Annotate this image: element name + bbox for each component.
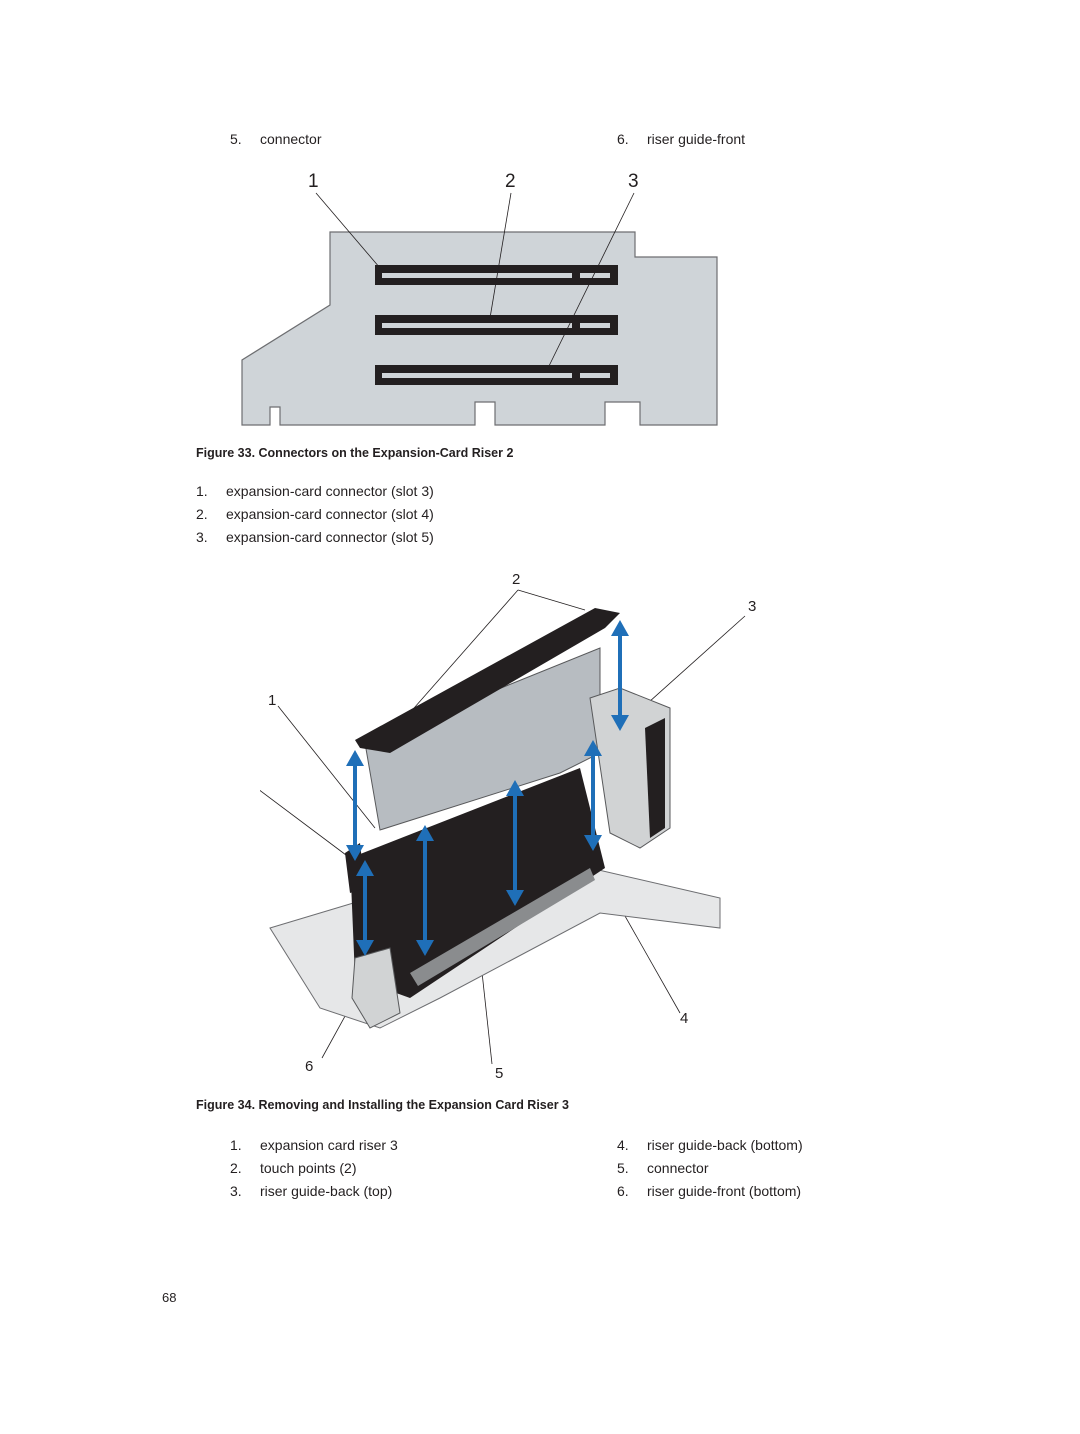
slot-5-connector: [375, 365, 618, 385]
figure33-legend-item-1: 1. expansion-card connector (slot 3): [196, 483, 434, 500]
riser-guide-front: [345, 843, 365, 893]
figure34-legend-item-6: 6. riser guide-front (bottom): [617, 1183, 801, 1200]
figure33-legend-item-3: 3. expansion-card connector (slot 5): [196, 529, 434, 546]
figure34-legend-item-1: 1. expansion card riser 3: [230, 1137, 398, 1154]
legend-number: 5.: [230, 131, 242, 147]
figure33-callout-3: 3: [628, 171, 639, 192]
legend-text: riser guide-back (top): [260, 1183, 393, 1199]
slot-3-connector: [375, 265, 618, 285]
page-number: 68: [162, 1290, 177, 1305]
legend-number: 6.: [617, 1183, 629, 1199]
figure33-callout-1: 1: [308, 171, 319, 192]
legend-number: 4.: [617, 1137, 629, 1153]
legend-text: riser guide-front: [647, 131, 746, 147]
legend-text: expansion-card connector (slot 4): [226, 506, 434, 522]
legend-number: 3.: [196, 529, 208, 545]
legend-text: connector: [260, 131, 322, 147]
legend-text: riser guide-back (bottom): [647, 1137, 803, 1153]
riser-top-bar: [355, 608, 620, 753]
riser-connector: [350, 768, 605, 998]
legend-number: 1.: [230, 1137, 242, 1153]
legend-text: expansion card riser 3: [260, 1137, 398, 1153]
legend-number: 6.: [617, 131, 629, 147]
legend-text: touch points (2): [260, 1160, 357, 1176]
legend-number: 3.: [230, 1183, 242, 1199]
figure34-callout-4: 4: [680, 1010, 688, 1027]
top-legend-item-5: 5. connector: [230, 131, 321, 148]
install-direction-arrows: [353, 633, 622, 943]
legend-number: 5.: [617, 1160, 629, 1176]
figure34-callout-6: 6: [305, 1058, 313, 1075]
figure34-legend-item-3: 3. riser guide-back (top): [230, 1183, 392, 1200]
legend-text: connector: [647, 1160, 709, 1176]
figure33-callout-2: 2: [505, 171, 516, 192]
legend-number: 1.: [196, 483, 208, 499]
top-legend-item-6: 6. riser guide-front: [617, 131, 745, 148]
legend-number: 2.: [196, 506, 208, 522]
riser2-connector-illustration: 1 2 3: [241, 171, 718, 426]
figure34-legend-item-4: 4. riser guide-back (bottom): [617, 1137, 803, 1154]
figure34-callout-3: 3: [748, 598, 756, 615]
legend-number: 2.: [230, 1160, 242, 1176]
slot-4-connector: [375, 315, 618, 335]
figure33-legend-item-2: 2. expansion-card connector (slot 4): [196, 506, 434, 523]
figure34-callout-1: 1: [268, 692, 276, 709]
legend-text: expansion-card connector (slot 3): [226, 483, 434, 499]
riser3-removal-illustration: 2 3 1 7 4 6 5: [260, 571, 756, 1082]
figure34-callout-2: 2: [512, 571, 520, 588]
figure34-legend-item-2: 2. touch points (2): [230, 1160, 357, 1177]
figure34-legend-item-5: 5. connector: [617, 1160, 708, 1177]
figure34-caption: Figure 34. Removing and Installing the E…: [196, 1098, 569, 1112]
expansion-card-riser: [364, 647, 601, 831]
figure34-callout-5: 5: [495, 1065, 503, 1082]
figure33-caption: Figure 33. Connectors on the Expansion-C…: [196, 446, 514, 460]
legend-text: riser guide-front (bottom): [647, 1183, 802, 1199]
legend-text: expansion-card connector (slot 5): [226, 529, 434, 545]
